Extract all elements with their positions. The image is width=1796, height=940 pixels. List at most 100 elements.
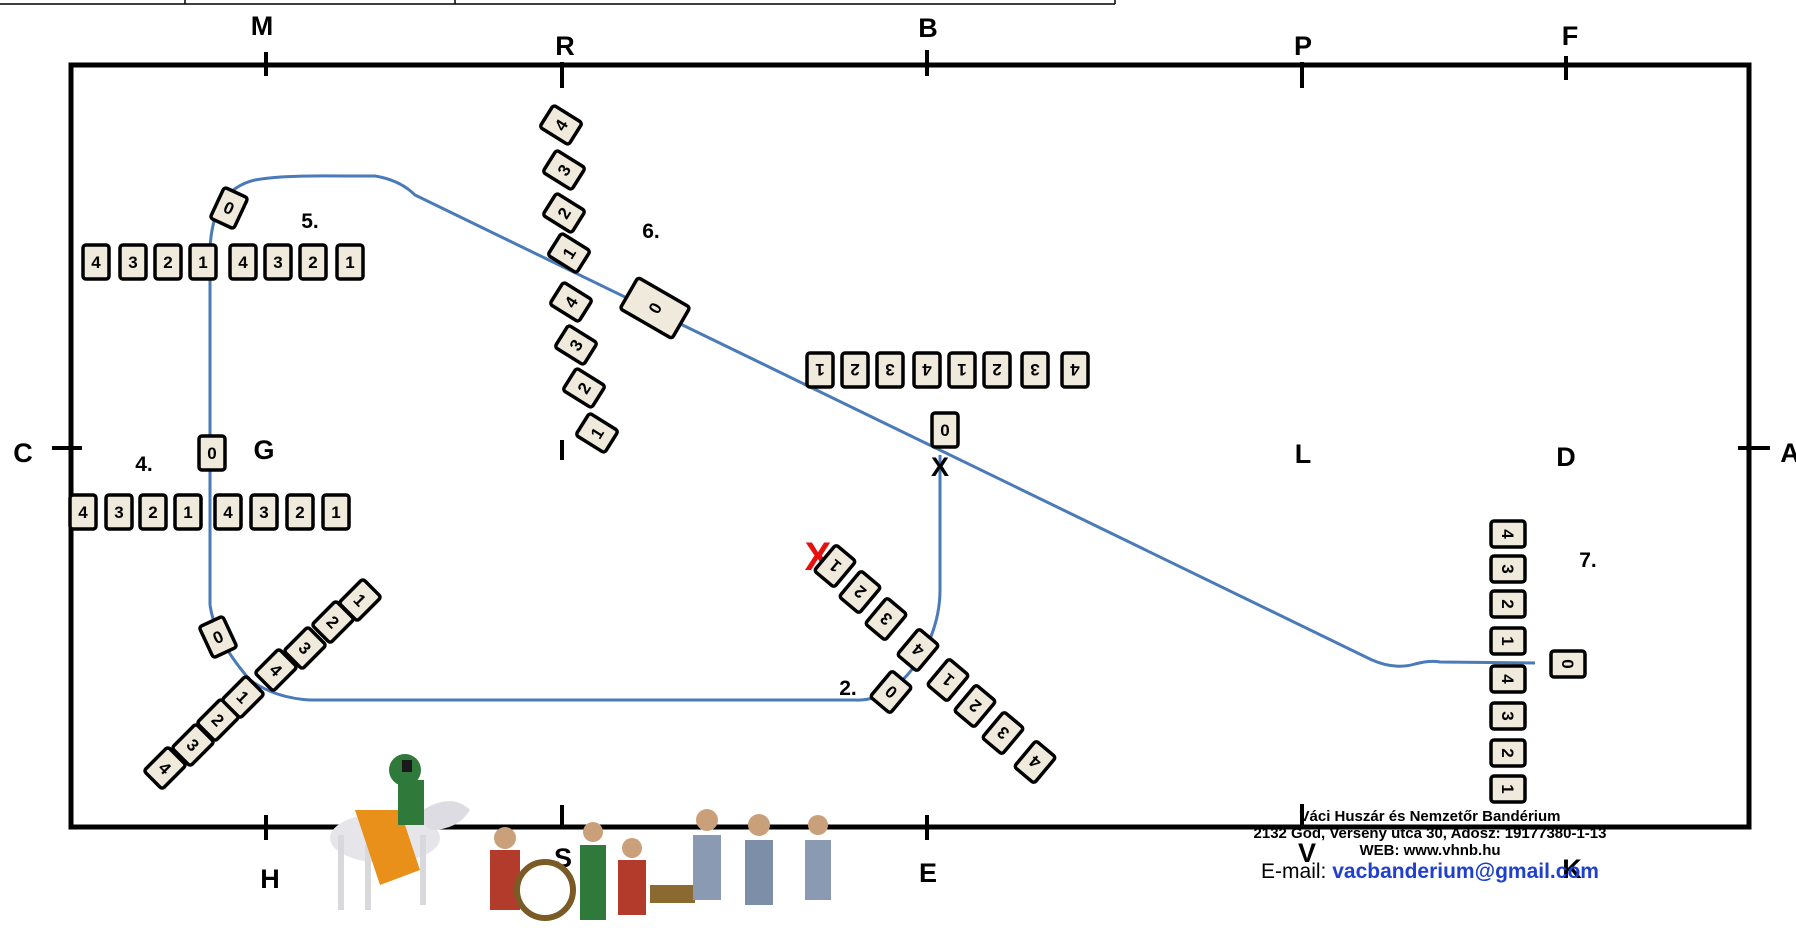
obstacle-number-4: 4. — [135, 453, 153, 476]
rail-card: 2 — [840, 351, 870, 389]
svg-text:3: 3 — [885, 360, 894, 379]
svg-text:1: 1 — [198, 253, 207, 272]
svg-text:4: 4 — [78, 503, 88, 522]
rail-card: 3 — [263, 243, 293, 281]
start-card-zero: 0 — [930, 411, 960, 449]
letter-E: E — [919, 858, 937, 888]
svg-text:4: 4 — [1498, 674, 1517, 684]
svg-text:1: 1 — [331, 503, 340, 522]
svg-text:2: 2 — [1498, 748, 1517, 757]
rail-card: 1 — [547, 232, 591, 274]
rail-card: 3 — [1020, 351, 1050, 389]
rail-card: 1 — [221, 675, 265, 719]
riding-path — [208, 174, 1536, 668]
svg-text:2: 2 — [992, 360, 1001, 379]
arena-ticks — [52, 50, 1770, 840]
start-card-zero: 0 — [198, 615, 238, 659]
rail-card: 1 — [335, 243, 365, 281]
rail-card: 2 — [1489, 589, 1527, 619]
top-table-remnant — [0, 0, 1116, 5]
svg-text:2: 2 — [148, 503, 157, 522]
svg-text:2: 2 — [850, 360, 859, 379]
svg-text:3: 3 — [114, 503, 123, 522]
rail-card: 2 — [138, 493, 168, 531]
rail-card: 2 — [1489, 738, 1527, 768]
club-info: Váci Huszár és Nemzetőr Bandérium 2132 G… — [1200, 808, 1660, 884]
svg-text:1: 1 — [815, 360, 824, 379]
rail-card: 4 — [228, 243, 258, 281]
svg-text:2: 2 — [295, 503, 304, 522]
rail-card: 4 — [539, 104, 583, 146]
rail-card: 3 — [542, 149, 586, 191]
svg-text:0: 0 — [1558, 659, 1577, 668]
rail-card: 1 — [1489, 626, 1527, 656]
email-label: E-mail: — [1261, 860, 1333, 883]
rail-card: 4 — [143, 746, 187, 790]
rail-card: 4 — [549, 281, 593, 323]
rail-card: 4 — [1489, 664, 1527, 694]
obstacle-number-6: 6. — [642, 220, 660, 243]
rail-card: 2 — [982, 351, 1012, 389]
start-card-zero: 0 — [1549, 649, 1587, 679]
svg-text:4: 4 — [1498, 529, 1517, 539]
letter-L: L — [1295, 439, 1312, 469]
svg-text:4: 4 — [238, 253, 248, 272]
rail-card: 2 — [953, 684, 997, 728]
rail-card: 1 — [805, 351, 835, 389]
rail-card: 2 — [838, 570, 882, 614]
rail-card: 3 — [981, 711, 1025, 755]
letter-B: B — [918, 13, 938, 43]
rail-card: 1 — [575, 412, 619, 454]
svg-text:2: 2 — [1498, 599, 1517, 608]
rail-card: 1 — [926, 658, 970, 702]
letter-H: H — [260, 864, 280, 894]
start-card-zero: 0 — [209, 186, 249, 230]
letter-C: C — [13, 438, 33, 468]
svg-text:2: 2 — [163, 253, 172, 272]
rail-card: 2 — [562, 367, 606, 409]
svg-text:3: 3 — [1030, 360, 1039, 379]
svg-text:4: 4 — [1070, 360, 1080, 379]
rail-card: 2 — [153, 243, 183, 281]
svg-text:3: 3 — [128, 253, 137, 272]
rail-card: 1 — [188, 243, 218, 281]
letter-F: F — [1562, 21, 1579, 51]
club-email-line: E-mail: vacbanderium@gmail.com — [1200, 859, 1660, 884]
rail-card: 3 — [171, 723, 215, 767]
letter-V: V — [1298, 838, 1316, 868]
horse-rider-figure — [330, 754, 470, 910]
letter-X: X — [931, 452, 949, 482]
rail-card: 3 — [864, 597, 908, 641]
rail-card: 3 — [875, 351, 905, 389]
rail-card: 1 — [813, 544, 857, 588]
letter-G: G — [253, 435, 274, 465]
svg-text:4: 4 — [223, 503, 233, 522]
letter-P: P — [1294, 31, 1312, 61]
start-card-zero: 0 — [619, 276, 691, 340]
club-address: 2132 Göd, Verseny utca 30, Adósz: 191773… — [1253, 825, 1607, 842]
obstacle-number-7: 7. — [1579, 549, 1597, 572]
rail-card: 4 — [1013, 740, 1057, 784]
svg-text:1: 1 — [1498, 636, 1517, 645]
letter-R: R — [555, 31, 575, 61]
rail-card: 1 — [338, 578, 382, 622]
rail-card: 4 — [254, 648, 298, 692]
svg-text:3: 3 — [1498, 564, 1517, 573]
svg-text:4: 4 — [91, 253, 101, 272]
svg-text:1: 1 — [183, 503, 192, 522]
rail-card: 4 — [81, 243, 111, 281]
rail-card: 4 — [213, 493, 243, 531]
rail-card: 3 — [283, 626, 327, 670]
svg-text:1: 1 — [957, 360, 966, 379]
club-web: WEB: www.vhnb.hu — [1359, 842, 1501, 859]
start-card-zero: 0 — [869, 670, 913, 714]
rail-card: 1 — [321, 493, 351, 531]
rail-card: 1 — [173, 493, 203, 531]
rail-card: 2 — [298, 243, 328, 281]
email-link[interactable]: vacbanderium@gmail.com — [1332, 860, 1599, 883]
start-card-zero: 0 — [197, 434, 227, 472]
rail-card: 3 — [554, 324, 598, 366]
rail-card: 3 — [1489, 554, 1527, 584]
